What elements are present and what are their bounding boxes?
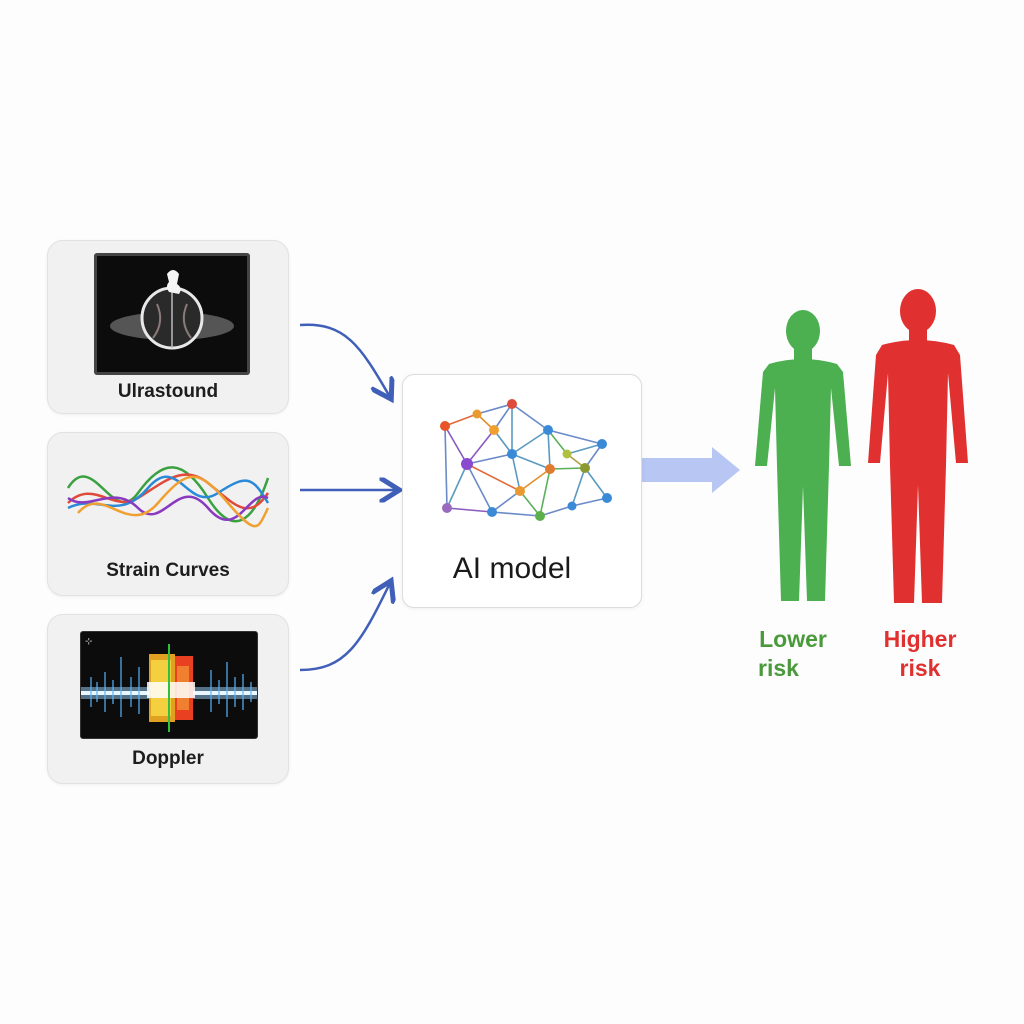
lower-risk-label: Lower risk: [748, 625, 838, 683]
ultrasound-image-icon: [94, 253, 250, 375]
higher-risk-label: Higher risk: [870, 625, 970, 683]
arrow-doppler-to-model: [299, 583, 390, 672]
input-card-ultrasound: Ulrastound: [47, 240, 289, 414]
card-label-strain-curves: Strain Curves: [106, 560, 230, 581]
arrow-model-to-output: [642, 447, 740, 493]
doppler-spectrum-icon: ⊹: [80, 631, 258, 739]
card-label-doppler: Doppler: [132, 748, 204, 769]
ai-model-label: AI model: [452, 552, 572, 585]
lower-risk-line1: Lower: [759, 626, 827, 652]
arrow-ultrasound-to-model: [299, 323, 390, 397]
lower-risk-line2: risk: [758, 655, 799, 681]
higher-risk-person-icon: [868, 289, 968, 603]
svg-text:⊹: ⊹: [85, 637, 93, 647]
input-card-doppler: ⊹ Doppler: [47, 614, 289, 784]
higher-risk-line2: risk: [899, 655, 941, 681]
lower-risk-person-icon: [755, 310, 851, 601]
strain-curves-icon: [66, 466, 270, 528]
card-label-ultrasound: Ulrastound: [117, 381, 219, 402]
input-card-strain-curves: Strain Curves: [47, 432, 289, 596]
higher-risk-line1: Higher: [883, 626, 957, 652]
neural-network-icon: [440, 399, 612, 521]
